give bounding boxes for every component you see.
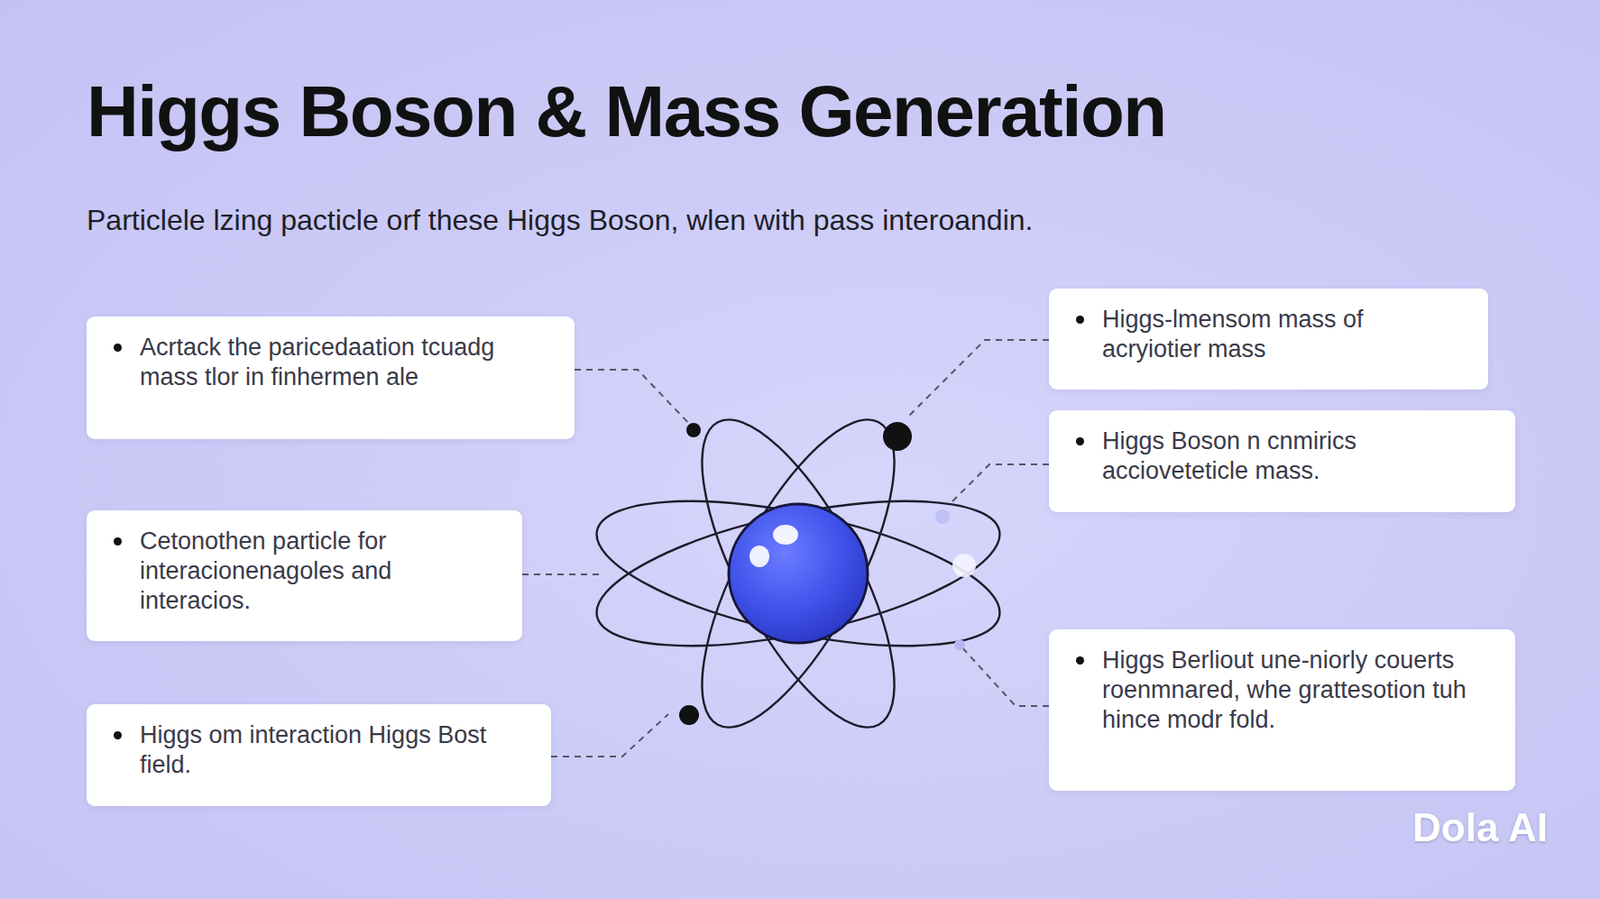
electron — [952, 553, 976, 578]
box-text: Acrtack the paricedaation tcuadg mass tl… — [139, 332, 555, 393]
text-box: Higgs om interaction Higgs Bost field. — [86, 704, 552, 807]
orbit — [584, 472, 1012, 675]
leader-line — [551, 714, 669, 757]
text-box: Higgs Berliout une-niorly couerts roenmn… — [1048, 629, 1516, 791]
bullet-dot — [1075, 315, 1085, 324]
electron — [882, 422, 912, 451]
text-box: Cetonothen particle for interacionenagol… — [86, 510, 523, 642]
text-column: Higgs Boson n cnmirics accioveteticle ma… — [1102, 426, 1496, 487]
orbit — [584, 472, 1012, 675]
electron — [954, 639, 966, 651]
bullet-dot — [113, 343, 122, 352]
subtitle: Particlele lzing pacticle orf these Higg… — [86, 203, 1033, 238]
electron — [679, 705, 699, 726]
electrons — [679, 422, 976, 726]
bullet-dot — [1075, 437, 1085, 446]
highlight — [749, 545, 770, 568]
leader-line — [522, 573, 603, 576]
bullet-dot — [113, 537, 122, 546]
text-column: Higgs-lmensom mass of acryiotier mass — [1102, 304, 1469, 365]
text-column: Higgs om interaction Higgs Bost field. — [139, 720, 532, 781]
box-text: Higgs om interaction Higgs Bost field. — [139, 720, 532, 781]
text-column: Higgs Berliout une-niorly couerts roenmn… — [1102, 645, 1496, 736]
orbit — [665, 394, 932, 753]
leader-line — [948, 464, 1049, 506]
text-box: Higgs-lmensom mass of acryiotier mass — [1048, 288, 1489, 390]
text-box: Higgs Boson n cnmirics accioveteticle ma… — [1048, 410, 1516, 513]
leader-line — [574, 369, 694, 429]
text-column: Cetonothen particle for interacionenagol… — [139, 526, 503, 617]
leader-line — [906, 340, 1049, 419]
text-box: Acrtack the paricedaation tcuadg mass tl… — [86, 316, 575, 440]
box-text: Higgs Berliout une-niorly couerts roenmn… — [1102, 645, 1496, 736]
diagram-title: Higgs Boson & Mass Generation — [86, 70, 1167, 154]
electron — [935, 509, 950, 525]
electron — [686, 422, 701, 438]
leader-line — [959, 644, 1049, 707]
box-text: Cetonothen particle for interacionenagol… — [139, 526, 503, 617]
bullet-dot — [113, 731, 122, 740]
bullet-dot — [1075, 656, 1085, 665]
box-text: Higgs Boson n cnmirics accioveteticle ma… — [1102, 426, 1496, 487]
orbit — [665, 394, 932, 753]
highlight — [772, 524, 799, 545]
nucleus — [728, 504, 868, 644]
orbits — [584, 394, 1012, 753]
text-column: Acrtack the paricedaation tcuadg mass tl… — [139, 332, 555, 393]
nucleus-sphere — [728, 504, 868, 644]
leader-lines — [522, 340, 1049, 757]
watermark: Dola AI — [1412, 805, 1548, 851]
box-text: Higgs-lmensom mass of acryiotier mass — [1102, 304, 1469, 365]
